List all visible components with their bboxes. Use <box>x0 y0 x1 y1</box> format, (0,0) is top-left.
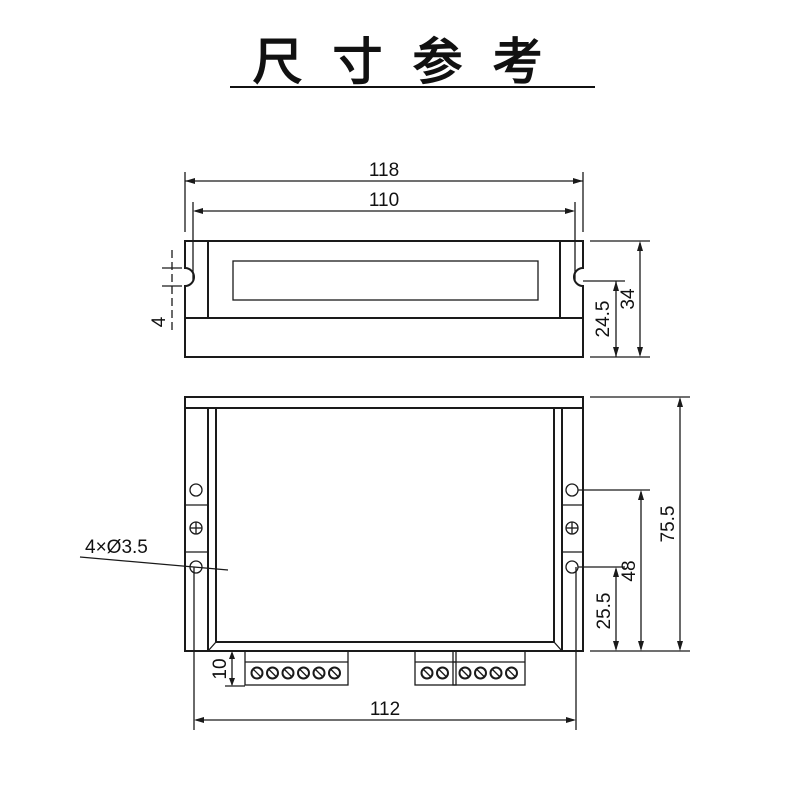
terminal-block <box>414 650 457 686</box>
dim-112: 112 <box>370 699 400 720</box>
top-view: 118 110 4 24.5 34 <box>149 160 650 358</box>
terminal-screw-icon <box>436 666 449 680</box>
terminal-screw-icon <box>281 666 295 680</box>
dim-110: 110 <box>369 190 399 211</box>
terminal-screw-icon <box>420 666 434 680</box>
dim-24-5: 24.5 <box>593 301 614 338</box>
front-view: 4×Ø3.5 10 112 75.5 48 25.5 <box>79 396 690 730</box>
mount-hole-icon <box>189 483 203 497</box>
dim-48: 48 <box>619 560 640 581</box>
heatsink-window <box>232 260 539 301</box>
terminal-screw-icon <box>297 666 310 680</box>
mount-hole-icon <box>565 483 579 497</box>
dim-25-5: 25.5 <box>594 593 615 630</box>
terminal-screw-icon <box>312 666 326 680</box>
terminal-screw-icon <box>328 666 341 680</box>
terminal-block <box>244 650 349 686</box>
dim-34: 34 <box>618 288 639 310</box>
hole-spec-leader <box>79 556 229 571</box>
front-view-outline <box>184 396 584 652</box>
page-title: 尺寸参考 <box>252 34 573 90</box>
screw-icon <box>189 521 579 535</box>
terminal-screw-icon <box>458 666 472 680</box>
dim-75-5: 75.5 <box>658 506 679 543</box>
terminal-screw-icon <box>474 666 487 680</box>
dim-hole-spec: 4×Ø3.5 <box>85 537 148 558</box>
dim-10: 10 <box>210 658 231 679</box>
terminal-blocks <box>244 650 526 686</box>
terminal-block <box>452 650 526 686</box>
top-view-outline <box>184 240 584 358</box>
title-underline <box>230 86 595 88</box>
dim-4: 4 <box>149 316 170 327</box>
terminal-screw-icon <box>489 666 503 680</box>
arrowheads <box>185 178 683 723</box>
terminal-screw-icon <box>266 666 279 680</box>
terminal-screw-icon <box>250 666 264 680</box>
dim-118: 118 <box>369 160 399 181</box>
terminal-screw-icon <box>505 666 518 680</box>
